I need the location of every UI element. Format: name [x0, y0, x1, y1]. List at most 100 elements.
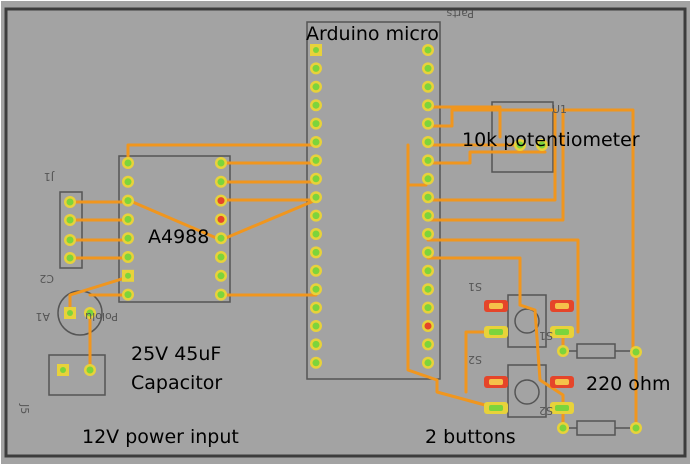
- arduino-pin-right: [422, 209, 434, 222]
- arduino-pin-right: [422, 117, 434, 130]
- label-capacitor: Capacitor: [131, 372, 222, 394]
- label-resistor: 220 ohm: [586, 373, 670, 395]
- a4988-pin-left: [122, 194, 134, 207]
- arduino-pin-left: [310, 191, 322, 204]
- arduino-pin-right: [422, 44, 434, 56]
- arduino-pin-left: [310, 320, 322, 332]
- label-a4988: A4988: [148, 226, 209, 248]
- a4988-pin-right: [215, 288, 227, 301]
- silk-parts: Parts: [446, 7, 474, 20]
- button-s2-plunger: [514, 379, 540, 405]
- a4988-pin-right: [215, 269, 227, 282]
- silk-s2: S2: [468, 353, 482, 366]
- header-j1-pin: [64, 196, 76, 208]
- silk-u1: U1: [552, 103, 567, 116]
- arduino-pin-left: [310, 246, 322, 259]
- button-s2-pad: [484, 402, 508, 414]
- arduino-pin-right: [422, 283, 434, 296]
- button-s1-pad: [484, 326, 508, 338]
- arduino-pin-left: [310, 44, 322, 56]
- arduino-pin-right: [422, 191, 434, 204]
- a4988-pin-left: [122, 157, 134, 169]
- power-jack-outline: [48, 354, 106, 396]
- a4988-outline: [118, 155, 231, 303]
- button-s2-pad: [550, 402, 574, 414]
- silk-s2b: S2: [539, 404, 553, 417]
- header-j1-pin: [64, 234, 76, 246]
- misc-pads: [57, 139, 642, 434]
- resistor-1-pad: [630, 346, 642, 358]
- arduino-pin-left: [310, 99, 322, 112]
- arduino-pin-left: [310, 80, 322, 93]
- arduino-pin-right: [422, 264, 434, 277]
- arduino-pin-right: [422, 62, 434, 75]
- silk-s1b: S1: [539, 329, 553, 342]
- silk-a1: A1: [35, 310, 50, 323]
- arduino-pin-right: [422, 320, 434, 332]
- button-s1-plunger: [514, 308, 540, 334]
- silk-c2: C2: [39, 272, 54, 285]
- label-arduino: Arduino micro: [306, 23, 439, 45]
- arduino-pin-left: [310, 117, 322, 130]
- arduino-pin-left: [310, 264, 322, 277]
- arduino-pin-right: [422, 80, 434, 93]
- capacitor-pad: [84, 307, 96, 319]
- arduino-pin-left: [310, 209, 322, 222]
- arduino-pin-left: [310, 172, 322, 185]
- button-s1-pad: [550, 300, 574, 312]
- pot-pin: [514, 139, 526, 151]
- arduino-pin-left: [310, 301, 322, 314]
- silk-j5: J5: [18, 403, 31, 414]
- header-j1-pin: [64, 252, 76, 264]
- capacitor-pad: [64, 307, 76, 319]
- arduino-pin-right: [422, 172, 434, 185]
- a4988-pin-left: [122, 232, 134, 245]
- arduino-pin-right: [422, 246, 434, 259]
- arduino-pin-left: [310, 338, 322, 351]
- label-capacitor-rating: 25V 45uF: [131, 343, 221, 365]
- arduino-pin-left: [310, 228, 322, 240]
- a4988-pin-left: [122, 251, 134, 263]
- label-power-input: 12V power input: [82, 426, 239, 448]
- arduino-pin-left: [310, 154, 322, 167]
- a4988-pin-left: [122, 213, 134, 226]
- a4988-pin-left: [122, 288, 134, 301]
- header-j1-pin: [64, 214, 76, 226]
- label-buttons: 2 buttons: [425, 426, 516, 448]
- arduino-pin-right: [422, 99, 434, 112]
- arduino-pin-left: [310, 136, 322, 148]
- arduino-pin-right: [422, 301, 434, 314]
- a4988-pin-right: [215, 232, 227, 245]
- a4988-pin-right: [215, 157, 227, 169]
- resistor-2-pad: [557, 422, 569, 434]
- pot-outline: [491, 101, 554, 173]
- power-jack-pad: [57, 364, 69, 376]
- a4988-pin-right: [215, 194, 227, 207]
- arduino-pin-left: [310, 283, 322, 296]
- resistor-2-pad: [630, 422, 642, 434]
- arduino-pin-right: [422, 136, 434, 148]
- resistor-1-pad: [557, 345, 569, 357]
- button-s2-pad: [550, 376, 574, 388]
- silk-pololu: Pololu: [85, 310, 118, 323]
- arduino-pin-right: [422, 154, 434, 167]
- button-s2-pad: [484, 376, 508, 388]
- arduino-pin-left: [310, 356, 322, 369]
- arduino-pin-right: [422, 228, 434, 240]
- arduino-pin-left: [310, 62, 322, 75]
- arduino-pin-right: [422, 356, 434, 369]
- a4988-pin-right: [215, 251, 227, 263]
- button-s1-pad: [550, 326, 574, 338]
- header-j1-outline: [59, 191, 83, 269]
- label-potentiometer: 10k potentiometer: [462, 129, 640, 151]
- arduino-pins: [310, 44, 434, 369]
- silk-j1: J1: [44, 170, 55, 183]
- a4988-pin-right: [215, 213, 227, 226]
- silk-s1: S1: [468, 280, 482, 293]
- arduino-pin-right: [422, 338, 434, 351]
- board-outline: [4, 7, 687, 458]
- a4988-pin-left: [122, 175, 134, 188]
- a4988-pins: [122, 157, 227, 301]
